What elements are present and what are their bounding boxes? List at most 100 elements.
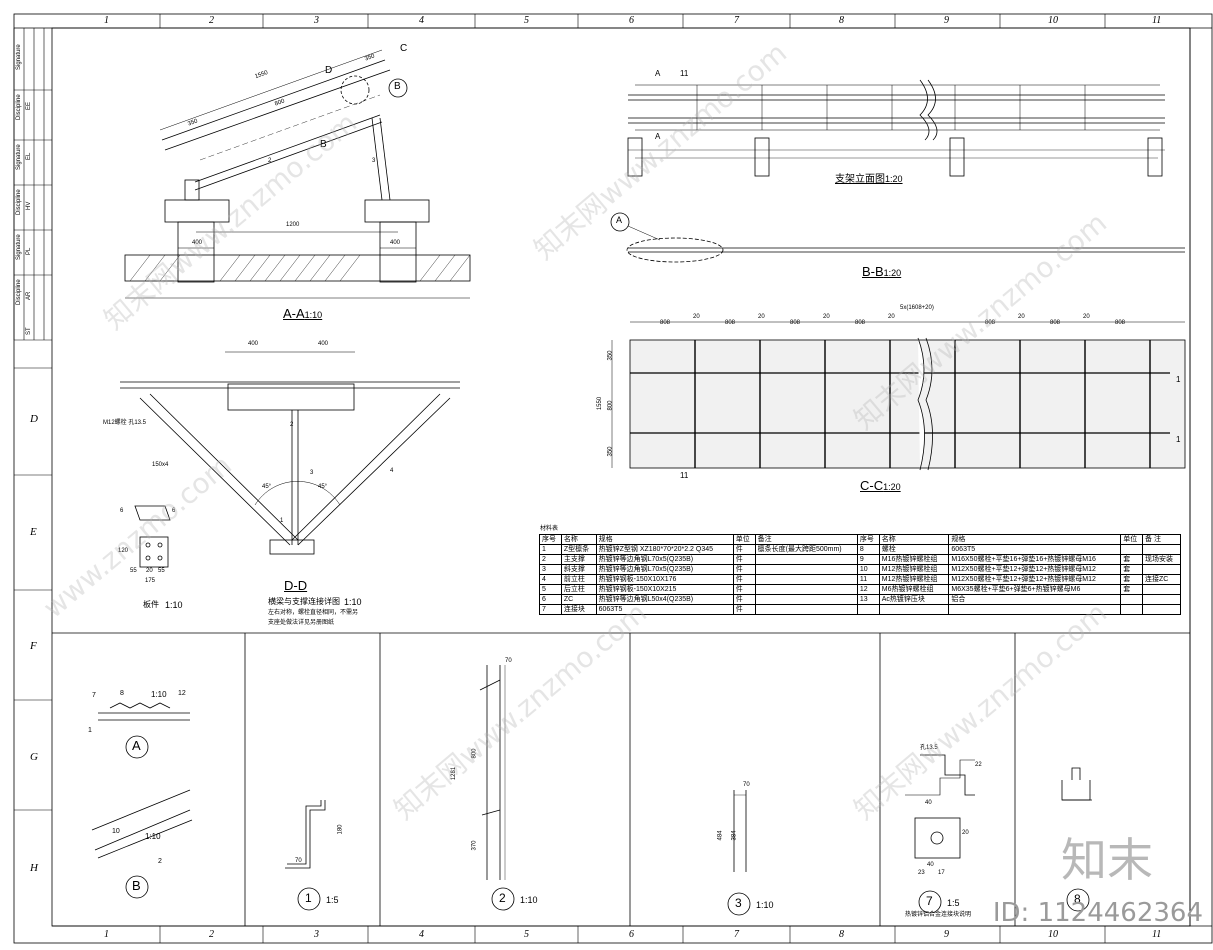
label: C — [400, 43, 408, 54]
table-cell: 热镀锌Z型钢 XZ180*70*20*2.2 Q345 — [595, 544, 734, 555]
dim: 20 — [146, 568, 153, 574]
dim: 350 — [607, 446, 614, 457]
table-cell: 11 — [856, 574, 880, 585]
table-header: 序号 名称 规格 单位 备注 序号 名称 规格 单位 备 注 — [539, 534, 1181, 545]
table-cell: 10 — [856, 564, 880, 575]
table-cell: 13 — [856, 594, 880, 605]
table-cell — [754, 584, 858, 595]
rev-header: Signature — [16, 234, 22, 260]
grid-col-8-bottom: 8 — [839, 929, 844, 940]
dim: 40 — [927, 862, 934, 868]
table-cell: 1 — [539, 544, 562, 555]
table-cell: 件 — [732, 584, 756, 595]
table-cell: 套 — [1120, 584, 1144, 595]
plate-title: 板件 — [143, 600, 159, 609]
dim: 350 — [607, 350, 614, 361]
rev-cell: EE — [26, 101, 32, 110]
rev-cell: ST — [26, 327, 32, 335]
grid-row-e: E — [30, 526, 37, 538]
label: 1 — [1176, 435, 1181, 444]
rev-header: Discipline — [16, 189, 22, 215]
rev-header: Discipline — [16, 279, 22, 305]
detail-a-label: A — [132, 738, 141, 753]
dim: 70 — [505, 658, 512, 664]
th: 备注 — [754, 534, 858, 545]
label: A — [655, 69, 661, 78]
dim: 484 — [717, 830, 724, 841]
table-cell: 热镀锌等边角钢L70x5(Q235B) — [595, 564, 734, 575]
table-cell: 热镀锌钢板-150X10X215 — [595, 584, 734, 595]
detail-b-scale: 1:10 — [145, 832, 161, 841]
dim: 1550 — [597, 396, 604, 411]
grid-col-5-bottom: 5 — [524, 929, 529, 940]
dim: 20 — [823, 314, 830, 320]
table-cell — [1120, 594, 1144, 605]
table-cell: 热镀锌钢板-150X10X176 — [595, 574, 734, 585]
grid-col-3: 3 — [314, 15, 319, 26]
dim: 400 — [318, 341, 329, 347]
label: 1 — [1176, 375, 1181, 384]
table-cell: 后立柱 — [560, 584, 597, 595]
view-dd-note: 左右对称，螺栓直径相同，不需另 — [268, 610, 359, 616]
table-cell: 件 — [732, 574, 756, 585]
table-cell: 2 — [539, 554, 562, 565]
detail-a-scale: 1:10 — [151, 690, 167, 699]
dim: 20 — [1018, 314, 1025, 320]
dim: 20 — [1083, 314, 1090, 320]
table-cell — [1142, 564, 1181, 575]
detail-2-scale: 1:10 — [520, 895, 538, 905]
view-cc-title: C-C1:20 — [860, 478, 901, 493]
grid-row-h: H — [30, 862, 38, 874]
th: 规格 — [595, 534, 734, 545]
table-cell — [1142, 594, 1181, 605]
dim: 6 — [120, 508, 124, 514]
dim: 17 — [938, 870, 945, 876]
label: B — [320, 139, 327, 150]
detail-2-label: 2 — [499, 891, 506, 905]
detail-3-scale: 1:10 — [756, 900, 774, 910]
view-dd-scale: 1:10 — [344, 597, 362, 607]
grid-col-7-bottom: 7 — [734, 929, 739, 940]
table-cell: M12热镀锌螺栓组 — [878, 574, 950, 585]
table-cell: 套 — [1120, 564, 1144, 575]
grid-col-8: 8 — [839, 15, 844, 26]
table-cell — [754, 564, 858, 575]
dim: 808 — [985, 320, 996, 326]
dim: 5x(1608+20) — [900, 305, 934, 311]
dim: 55 — [158, 568, 165, 574]
table-cell: 螺栓 — [878, 544, 950, 555]
rev-cell: AR — [26, 291, 32, 300]
callout: 孔13.5 — [920, 745, 938, 751]
detail-a-num: 7 — [92, 692, 96, 699]
grid-col-1: 1 — [104, 15, 109, 26]
dim: 400 — [248, 341, 259, 347]
detail-a-num: 8 — [120, 690, 124, 697]
table-cell — [878, 604, 950, 615]
rev-cell: HV — [26, 201, 32, 210]
label: A — [655, 132, 661, 141]
grid-col-10: 10 — [1048, 15, 1058, 26]
table-cell: 件 — [732, 594, 756, 605]
dim: 808 — [660, 320, 671, 326]
grid-col-1-bottom: 1 — [104, 929, 109, 940]
table-cell: 4 — [539, 574, 562, 585]
dim: 808 — [725, 320, 736, 326]
table-cell — [754, 604, 858, 615]
dim: 20 — [758, 314, 765, 320]
detail-b-num: 10 — [112, 828, 120, 835]
table-cell: 件 — [732, 544, 756, 555]
table-cell: 热镀锌等边角钢L70x5(Q235B) — [595, 554, 734, 565]
table-cell: 8 — [856, 544, 880, 555]
table-cell — [1142, 544, 1181, 555]
table-cell: Z型檩条 — [560, 544, 597, 555]
table-cell: 件 — [732, 604, 756, 615]
grid-col-7: 7 — [734, 15, 739, 26]
grid-col-9: 9 — [944, 15, 949, 26]
dim: 70 — [743, 782, 750, 788]
